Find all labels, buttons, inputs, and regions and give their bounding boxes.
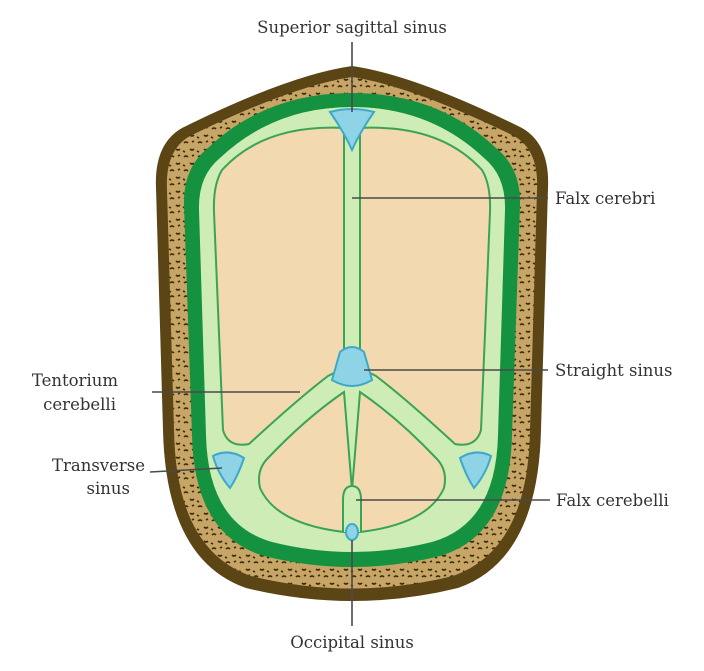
tentorium-cerebelli-label-line1: Tentorium xyxy=(32,371,118,390)
transverse-sinus-label-line2: sinus xyxy=(87,479,130,498)
occipital-sinus xyxy=(346,524,358,540)
straight-sinus-label: Straight sinus xyxy=(555,361,672,380)
tentorium-cerebelli-label-line2: cerebelli xyxy=(43,395,116,414)
falx-cerebri-label: Falx cerebri xyxy=(555,189,655,208)
falx-cerebelli-label: Falx cerebelli xyxy=(556,491,669,510)
superior-sagittal-sinus-label: Superior sagittal sinus xyxy=(257,18,447,37)
occipital-sinus-label: Occipital sinus xyxy=(290,633,414,652)
transverse-sinus-label-line1: Transverse xyxy=(52,456,145,475)
